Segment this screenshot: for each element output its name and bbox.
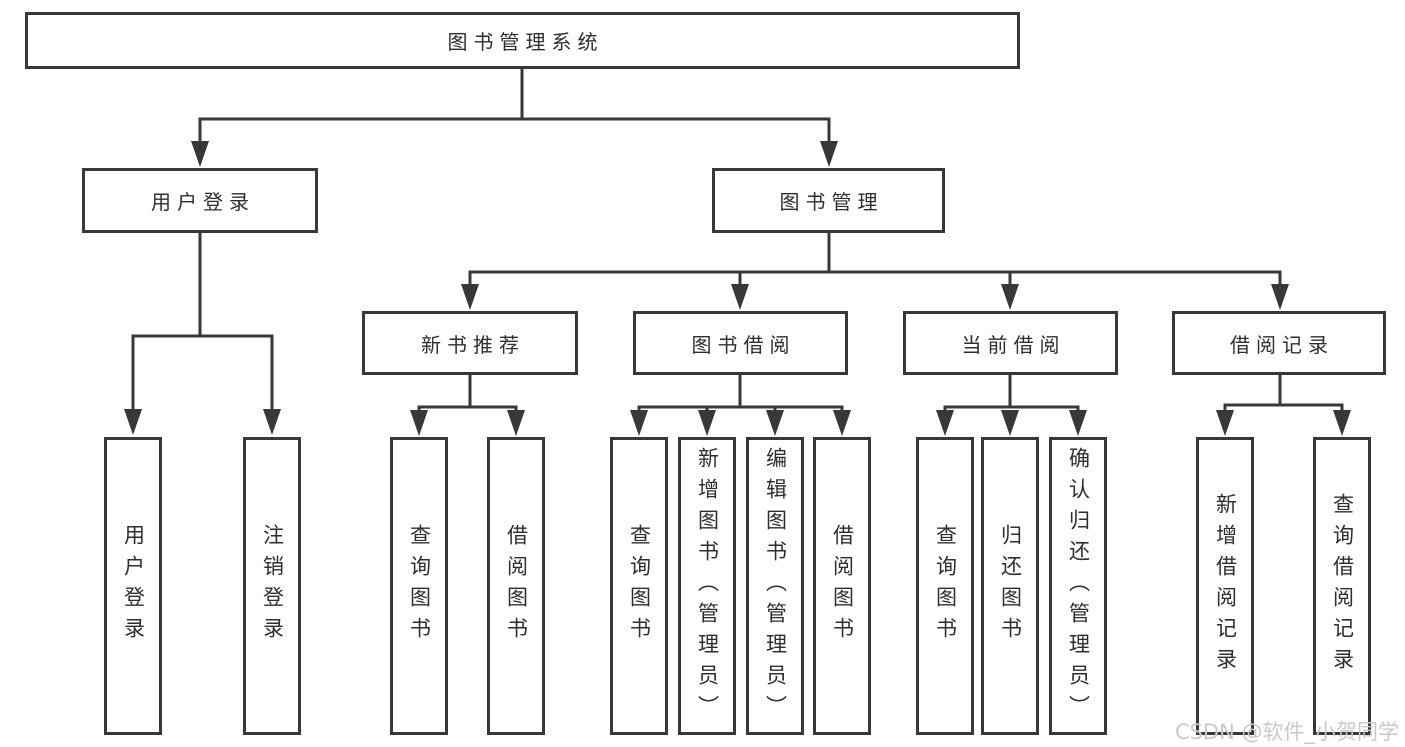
node-book-borrow: 图书借阅: [633, 311, 848, 375]
leaf-return-book: 归还图书: [981, 437, 1039, 735]
leaf-edit-book-admin-label: 编辑图书（管理员）: [763, 446, 788, 726]
node-root: 图书管理系统: [25, 12, 1020, 69]
node-new-book-recommend: 新书推荐: [362, 311, 578, 375]
leaf-borrow-books: 借阅图书: [813, 437, 871, 735]
leaf-borrow-books-recommend-label: 借阅图书: [504, 524, 529, 648]
leaf-query-books-recommend-label: 查询图书: [407, 524, 432, 648]
node-book-management: 图书管理: [712, 168, 945, 233]
csdn-watermark: CSDN @软件_小贺同学: [1174, 720, 1399, 744]
leaf-query-books-current-label: 查询图书: [933, 524, 958, 648]
leaf-logout-label: 注销登录: [260, 524, 285, 648]
node-current-borrow: 当前借阅: [903, 311, 1118, 375]
leaf-add-borrow-record-label: 新增借阅记录: [1213, 493, 1238, 679]
leaf-user-login-label: 用户登录: [121, 524, 146, 648]
leaf-confirm-return-admin-label: 确认归还（管理员）: [1066, 446, 1091, 726]
leaf-edit-book-admin: 编辑图书（管理员）: [746, 437, 804, 735]
leaf-query-books-recommend: 查询图书: [390, 437, 448, 735]
leaf-query-books-borrow-label: 查询图书: [627, 524, 652, 648]
leaf-user-login: 用户登录: [104, 437, 162, 735]
leaf-logout: 注销登录: [243, 437, 301, 735]
leaf-borrow-books-recommend: 借阅图书: [487, 437, 545, 735]
leaf-confirm-return-admin: 确认归还（管理员）: [1049, 437, 1107, 735]
leaf-add-book-admin-label: 新增图书（管理员）: [695, 446, 720, 726]
leaf-borrow-books-label: 借阅图书: [830, 524, 855, 648]
leaf-return-book-label: 归还图书: [998, 524, 1023, 648]
leaf-query-borrow-record: 查询借阅记录: [1313, 437, 1371, 735]
leaf-add-borrow-record: 新增借阅记录: [1196, 437, 1254, 735]
leaf-add-book-admin: 新增图书（管理员）: [678, 437, 736, 735]
leaf-query-books-current: 查询图书: [916, 437, 974, 735]
node-borrow-records: 借阅记录: [1172, 311, 1386, 375]
leaf-query-borrow-record-label: 查询借阅记录: [1330, 493, 1355, 679]
node-user-login: 用户登录: [82, 168, 318, 233]
leaf-query-books-borrow: 查询图书: [610, 437, 668, 735]
